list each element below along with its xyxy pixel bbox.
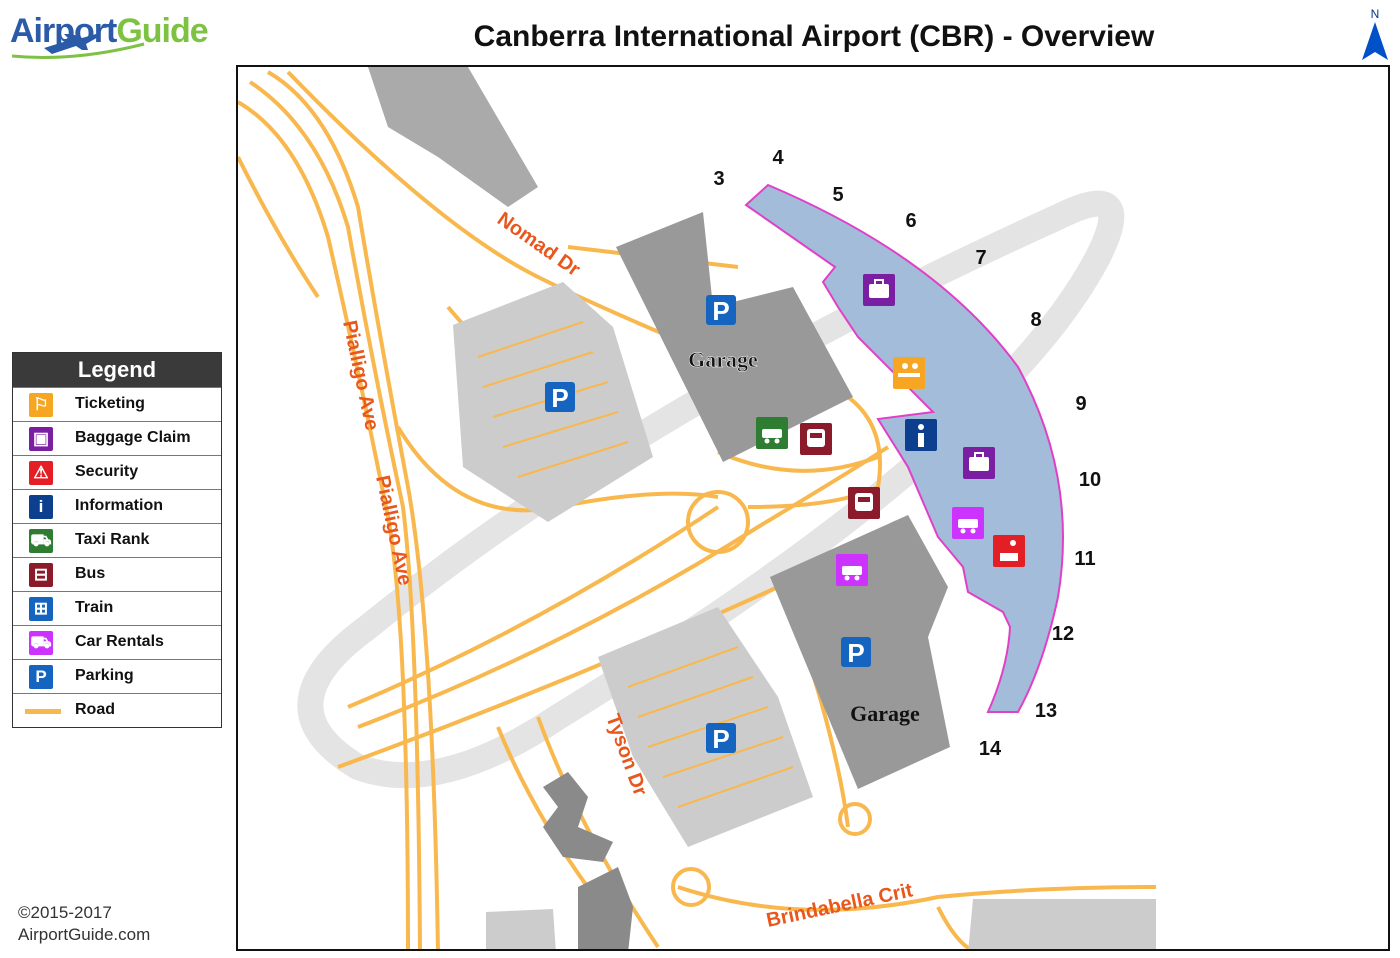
gate-11: 11 [1074, 548, 1095, 570]
north-building [368, 67, 538, 207]
copyright: ©2015-2017 AirportGuide.com [18, 902, 150, 946]
service-building [543, 772, 613, 862]
legend-item-label: Ticketing [75, 395, 145, 412]
street-label-nomad-dr: Nomad Dr [493, 208, 584, 281]
taxi-rank-icon[interactable] [756, 417, 788, 449]
south-building [578, 867, 633, 949]
security-icon: ⚠ [29, 461, 53, 485]
gate-5: 5 [832, 184, 843, 206]
train-icon: ⊞ [29, 597, 53, 621]
legend-item-parking: P Parking [13, 659, 221, 693]
baggage-claim-icon: ▣ [29, 427, 53, 451]
gate-3: 3 [713, 168, 724, 190]
legend-item-label: Bus [75, 565, 106, 582]
legend-item-label: Information [75, 497, 163, 514]
legend-item-bus: ⊟ Bus [13, 557, 221, 591]
legend-title: Legend [13, 353, 221, 387]
map-legend: Legend ⚐ Ticketing ▣ Baggage Claim ⚠ Security… [12, 352, 222, 728]
logo-wordmark: AirportGuide [10, 12, 209, 50]
north-label: N [1371, 7, 1380, 21]
north-arrow-icon: N [1362, 7, 1388, 60]
car-rentals-icon[interactable] [836, 554, 868, 586]
parking-icon[interactable]: P [706, 723, 736, 754]
security-icon[interactable] [993, 535, 1025, 567]
legend-item-label: Taxi Rank [75, 531, 150, 548]
logo-plane-swoosh-icon [11, 34, 145, 59]
garage-north-building [616, 212, 853, 462]
legend-item-information: i Information [13, 489, 221, 523]
map-canvas: Garage Garage Nomad Dr Pialligo Ave Pial… [238, 67, 1157, 949]
bus-icon: ⊟ [29, 563, 53, 587]
baggage-claim-icon[interactable] [863, 274, 895, 306]
legend-item-train: ⊞ Train [13, 591, 221, 625]
copyright-years: ©2015-2017 [18, 903, 112, 922]
car-rentals-icon[interactable] [952, 507, 984, 539]
gate-7: 7 [975, 247, 986, 269]
legend-item-label: Baggage Claim [75, 429, 191, 446]
legend-item-label: Train [75, 599, 114, 616]
copyright-site: AirportGuide.com [18, 925, 151, 944]
parking-icon[interactable]: P [841, 637, 871, 668]
airportguide-logo: AirportGuide [4, 4, 224, 66]
legend-item-label: Road [75, 701, 115, 718]
gate-4: 4 [772, 147, 784, 169]
bus-icon[interactable] [800, 423, 832, 455]
gate-labels: 3 4 5 6 7 8 9 10 11 12 13 14 [713, 147, 1101, 760]
parking-icon: P [29, 665, 53, 689]
gate-9: 9 [1075, 393, 1086, 415]
gate-12: 12 [1052, 623, 1074, 645]
legend-item-ticketing: ⚐ Ticketing [13, 387, 221, 421]
svg-text:P: P [712, 296, 729, 326]
ticketing-icon[interactable] [893, 357, 925, 389]
page-title: Canberra International Airport (CBR) - O… [473, 20, 1155, 53]
legend-item-security: ⚠ Security [13, 455, 221, 489]
garage-north-label: Garage [688, 347, 758, 372]
baggage-claim-icon[interactable] [963, 447, 995, 479]
parking-icon[interactable]: P [545, 382, 575, 413]
taxi-rank-icon: ⛟ [29, 529, 53, 553]
airport-map[interactable]: Garage Garage Nomad Dr Pialligo Ave Pial… [236, 65, 1390, 951]
legend-item-taxi-rank: ⛟ Taxi Rank [13, 523, 221, 557]
watermark-swoosh [297, 190, 1125, 789]
legend-item-label: Car Rentals [75, 633, 164, 650]
ticketing-icon: ⚐ [29, 393, 53, 417]
bus-icon[interactable] [848, 487, 880, 519]
gate-14: 14 [979, 738, 1002, 760]
parking-icon[interactable]: P [706, 295, 736, 326]
parking-lot-south [598, 607, 813, 847]
southeast-building [968, 899, 1156, 949]
svg-text:P: P [847, 638, 864, 668]
car-rentals-icon: ⛟ [29, 631, 53, 655]
information-icon: i [29, 495, 53, 519]
road-icon [25, 709, 61, 714]
gate-8: 8 [1030, 309, 1041, 331]
gate-10: 10 [1079, 469, 1101, 491]
legend-item-label: Parking [75, 667, 134, 684]
gate-6: 6 [905, 210, 916, 232]
garage-south-label: Garage [850, 701, 920, 726]
svg-text:P: P [551, 383, 568, 413]
southwest-building [486, 909, 556, 949]
legend-item-baggage-claim: ▣ Baggage Claim [13, 421, 221, 455]
svg-text:P: P [712, 724, 729, 754]
gate-13: 13 [1035, 700, 1057, 722]
street-label-brindabella-crit: Brindabella Crit [764, 879, 915, 932]
legend-item-road: Road [13, 693, 221, 727]
legend-item-label: Security [75, 463, 139, 480]
information-icon[interactable] [905, 419, 937, 451]
terminal-building [744, 183, 1064, 713]
legend-item-car-rentals: ⛟ Car Rentals [13, 625, 221, 659]
